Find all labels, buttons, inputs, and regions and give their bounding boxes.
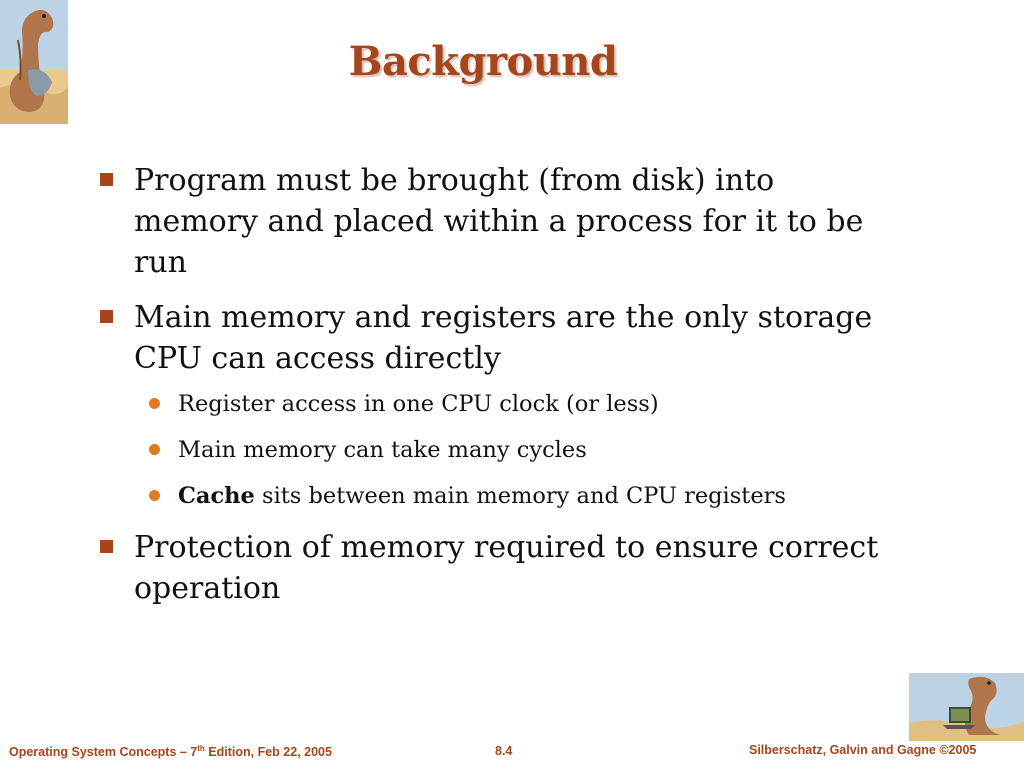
bullet-item: Main memory and registers are the only s… — [96, 297, 896, 379]
square-bullet-icon — [100, 310, 113, 323]
sub-bullet-item: Register access in one CPU clock (or les… — [96, 389, 896, 419]
footer-page-number: 8.4 — [495, 744, 513, 758]
slide-content: Program must be brought (from disk) into… — [96, 160, 896, 623]
square-bullet-icon — [100, 173, 113, 186]
bullet-item: Program must be brought (from disk) into… — [96, 160, 896, 283]
sub-bullet-text: Main memory can take many cycles — [178, 437, 587, 463]
sub-bullet-bold-term: Cache — [178, 483, 255, 509]
footer-left-superscript: th — [197, 744, 205, 753]
bullet-item: Protection of memory required to ensure … — [96, 527, 896, 609]
dinosaur-laptop-icon — [909, 673, 1024, 741]
sub-bullet-item: Cache sits between main memory and CPU r… — [96, 481, 896, 511]
footer-copyright: Silberschatz, Galvin and Gagne ©2005 — [749, 743, 977, 757]
footer-left-prefix: Operating System Concepts – 7 — [9, 745, 198, 759]
sub-bullet-text: sits between main memory and CPU registe… — [254, 483, 786, 509]
dinosaur-logo-icon — [0, 0, 68, 124]
sub-bullet-text: Register access in one CPU clock (or les… — [178, 391, 659, 417]
sub-bullet-item: Main memory can take many cycles — [96, 435, 896, 465]
footer-left-suffix: Edition, Feb 22, 2005 — [204, 745, 332, 759]
square-bullet-icon — [100, 540, 113, 553]
round-bullet-icon — [149, 398, 160, 409]
footer-course-title: Operating System Concepts – 7th Edition,… — [9, 744, 332, 764]
bullet-text: Program must be brought (from disk) into… — [134, 163, 864, 280]
round-bullet-icon — [149, 444, 160, 455]
slide-title: Background — [348, 38, 618, 85]
round-bullet-icon — [149, 490, 160, 501]
bullet-text: Protection of memory required to ensure … — [134, 530, 879, 606]
bullet-text: Main memory and registers are the only s… — [134, 300, 873, 376]
